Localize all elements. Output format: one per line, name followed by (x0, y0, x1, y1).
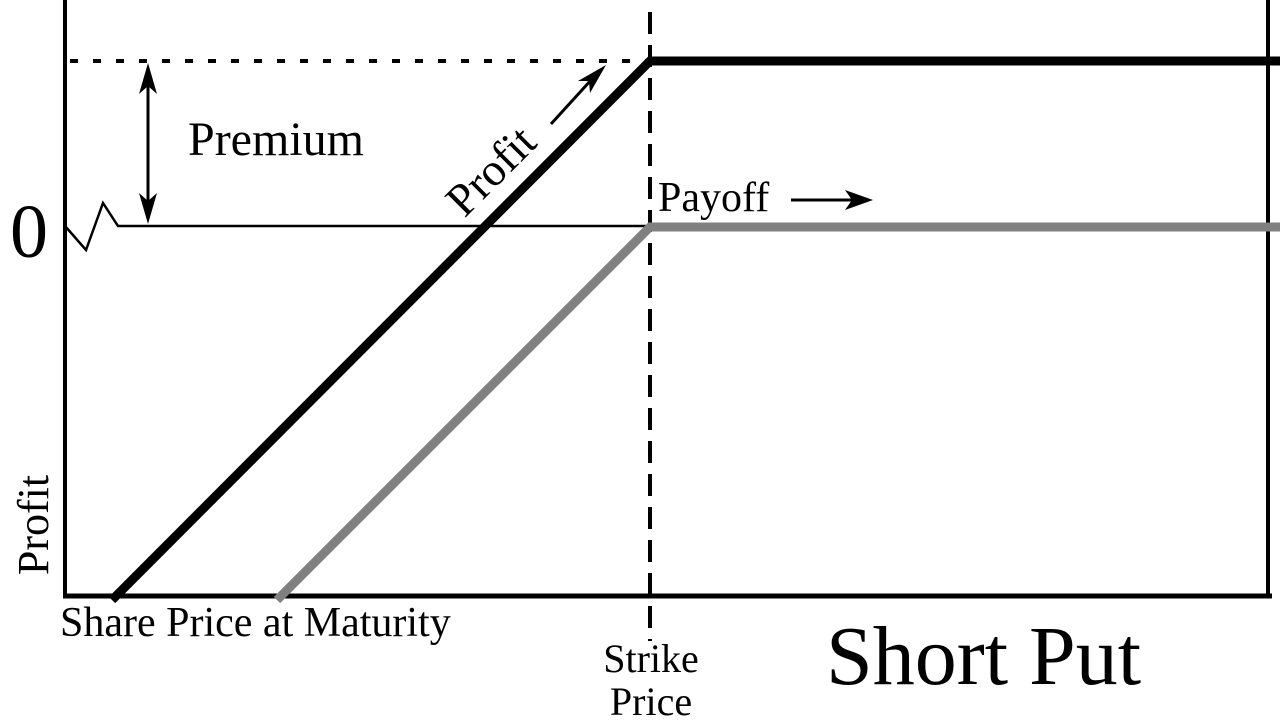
payoff-pointer-arrow (791, 190, 873, 210)
payoff-curve-label: Payoff (658, 175, 770, 221)
y-axis-title: Profit (9, 474, 58, 576)
premium-range-arrow (139, 63, 157, 224)
x-axis-title: Share Price at Maturity (60, 600, 451, 646)
zero-line-with-break (64, 200, 1268, 253)
chart-title: Short Put (826, 610, 1142, 703)
payoff-line (273, 222, 1280, 604)
zero-tick-label: 0 (10, 190, 48, 274)
profit-line (108, 56, 1280, 604)
premium-label: Premium (188, 113, 364, 166)
profit-pointer-arrow (549, 65, 606, 126)
strike-price-tick-label: Strike Price (603, 636, 699, 720)
